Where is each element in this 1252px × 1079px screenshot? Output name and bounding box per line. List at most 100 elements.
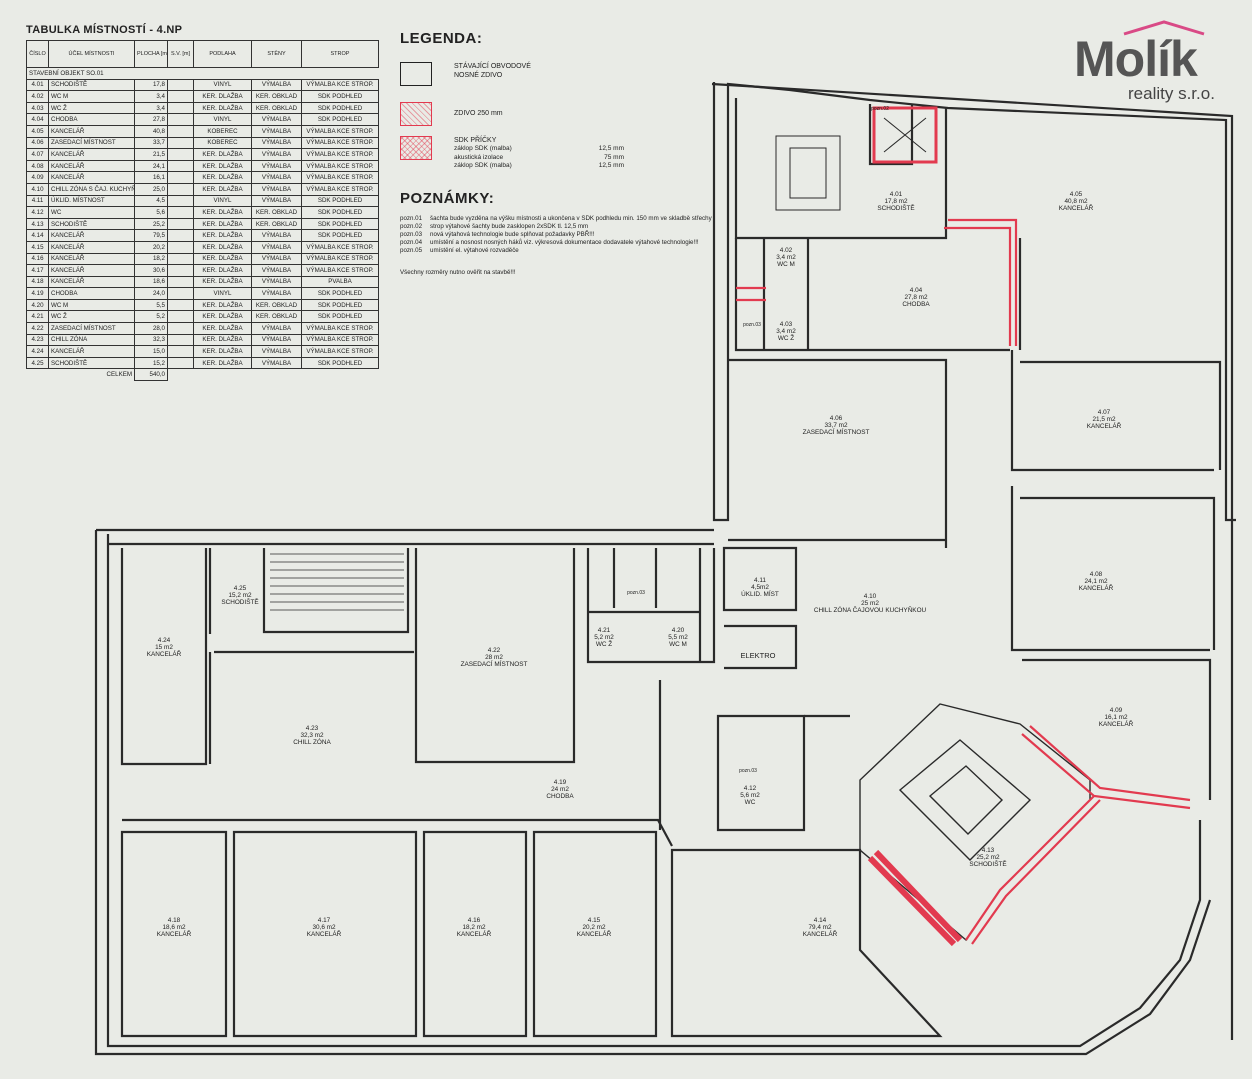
pozn03-tag: pozn.03 (627, 590, 645, 596)
room-label-name: WC M (777, 261, 795, 268)
room-label-name: KANCELÁŘ (577, 929, 612, 938)
legend-sdk-title: SDK PŘÍČKY (454, 137, 497, 144)
legend-sdk: SDK PŘÍČKY záklop SDK (malba)12,5 mm aku… (400, 136, 624, 171)
room-label-name: ZASEDACÍ MÍSTNOST (803, 427, 870, 436)
room-label-name: CHILL ZÓNA (293, 737, 331, 746)
room-label-area: 79,4 m2 (808, 924, 832, 931)
room-label-area: 15,2 m2 (228, 592, 252, 599)
table-cell: SDK PODHLED (301, 194, 379, 208)
room-label-id: 4.05 (1070, 191, 1083, 198)
room-label-name: SCHODIŠTĚ (969, 859, 1006, 868)
table-cell: KER. DLAŽBA (193, 159, 252, 173)
room-label-area: 24 m2 (551, 786, 569, 793)
room-label-id: 4.18 (168, 917, 181, 924)
table-cell: VÝMALBA KCE STROP. (301, 159, 379, 173)
room-label-area: 18,2 m2 (462, 924, 486, 931)
room-label-name: CHODBA (902, 301, 930, 308)
legend-existing-line2: NOSNÉ ZDIVO (454, 72, 503, 79)
room-label-id: 4.11 (754, 577, 766, 584)
room-label-id: 4.08 (1090, 571, 1103, 578)
room-label-name: KANCELÁŘ (803, 929, 838, 938)
room-label-area: 3,4 m2 (776, 328, 796, 335)
room-label-name: ZASEDACÍ MÍSTNOST (461, 659, 528, 668)
room-label-name: WC Ž (778, 333, 794, 342)
room-label-id: 4.07 (1098, 409, 1111, 416)
room-label-name: KANCELÁŘ (1059, 203, 1094, 212)
room-label-area: 5,6 m2 (740, 792, 760, 799)
room-label-area: 17,8 m2 (884, 198, 908, 205)
room-label-area: 5,2 m2 (594, 634, 614, 641)
room-label-id: 4.24 (158, 637, 171, 644)
room-label-area: 40,8 m2 (1064, 198, 1088, 205)
room-label-id: 4.16 (468, 917, 481, 924)
legend-existing-line1: STÁVAJÍCÍ OBVODOVÉ (454, 63, 531, 70)
room-label-area: 20,2 m2 (582, 924, 606, 931)
table-cell: VINYL (193, 194, 252, 208)
legend-masonry-label: ZDIVO 250 mm (454, 110, 503, 117)
table-cell: VÝMALBA (251, 356, 302, 370)
room-label-area: 3,4 m2 (776, 254, 796, 261)
table-cell: KANCELÁŘ (48, 124, 135, 138)
table-cell: KOBEREC (193, 124, 252, 138)
total-value: 540,0 (134, 368, 168, 382)
table-cell: KER. OBKLAD (251, 206, 302, 219)
table-cell: SCHODIŠTĚ (48, 356, 135, 370)
table-cell: 79,5 (134, 229, 168, 242)
table-cell: VÝMALBA (251, 159, 302, 173)
room-label-id: 4.20 (672, 627, 685, 634)
sdk-swatch (400, 136, 432, 160)
room-label-id: 4.14 (814, 917, 827, 924)
room-label-id: 4.19 (554, 779, 567, 786)
room-label-name: WC (745, 799, 756, 806)
table-cell: SDK PODHLED (301, 229, 379, 242)
table-cell: 21,5 (134, 148, 168, 161)
room-label-area: 28 m2 (485, 654, 503, 661)
staircase-4-13 (859, 703, 1091, 942)
table-cell: KANCELÁŘ (48, 159, 135, 173)
table-cell: KER. DLAŽBA (193, 182, 252, 196)
table-header-cell: STĚNY (251, 40, 302, 68)
room-label-id: 4.25 (234, 585, 247, 592)
existing-walls (94, 82, 1236, 1056)
notes-footer: Všechny rozměry nutno ověřit na stavbě!!… (400, 269, 516, 276)
room-label-id: 4.17 (318, 917, 331, 924)
room-label-area: 30,6 m2 (312, 924, 336, 931)
room-label-name: KANCELÁŘ (147, 649, 182, 658)
pozn03-tag: pozn.03 (739, 768, 757, 774)
logo-wordmark: Molík (1074, 31, 1198, 87)
room-label-name: KANCELÁŘ (457, 929, 492, 938)
room-table-title: TABULKA MÍSTNOSTÍ - 4.NP (26, 24, 183, 36)
table-cell: PVALBA (301, 275, 379, 289)
table-cell: SDK PODHLED (301, 356, 379, 370)
room-label-area: 27,8 m2 (904, 294, 928, 301)
table-cell: KER. DLAŽBA (193, 240, 252, 254)
room-label-name: WC M (669, 641, 687, 648)
room-label-area: 25,2 m2 (976, 854, 1000, 861)
roof-icon (1123, 20, 1205, 36)
table-header-cell: PODLAHA (193, 40, 252, 68)
room-label-area: 16,1 m2 (1104, 714, 1128, 721)
room-label-name: SCHODIŠTĚ (877, 203, 914, 212)
room-label-name: CHODBA (546, 793, 574, 800)
table-cell: VÝMALBA KCE STROP. (301, 182, 379, 196)
room-label-id: 4.22 (488, 647, 501, 654)
room-label-name: WC Ž (596, 639, 612, 648)
logo-subtitle: reality s.r.o. (1128, 84, 1215, 103)
